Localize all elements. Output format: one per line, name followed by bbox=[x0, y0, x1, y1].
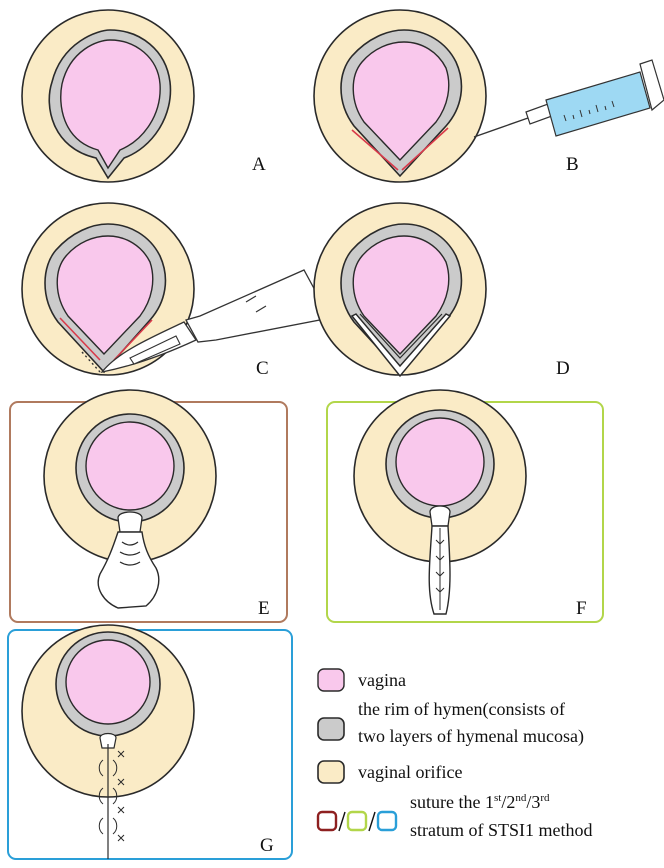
panel-a-label: A bbox=[252, 154, 266, 175]
legend-swatch-orifice bbox=[318, 761, 344, 783]
panel-f-label: F bbox=[576, 598, 587, 619]
panel-b: B bbox=[314, 10, 664, 182]
syringe-barrel bbox=[546, 72, 650, 136]
legend-slash bbox=[339, 812, 345, 831]
panel-d-label: D bbox=[556, 358, 570, 379]
panel-c-label: C bbox=[256, 358, 269, 379]
legend-swatch-hymen-rim bbox=[318, 718, 344, 740]
panel-g: G bbox=[8, 625, 292, 859]
legend-swatch-vagina bbox=[318, 669, 344, 691]
legend-swatch-suture-1 bbox=[318, 812, 336, 830]
panel-a: A bbox=[22, 10, 266, 182]
legend-slash bbox=[369, 812, 375, 831]
legend-rim-label-line1: the rim of hymen(consists of bbox=[358, 699, 565, 720]
panel-e-label: E bbox=[258, 598, 270, 619]
vaginal-opening bbox=[396, 418, 484, 506]
legend-suture-label-line1: suture the 1st/2nd/3rd bbox=[410, 792, 550, 812]
syringe bbox=[474, 60, 664, 137]
rim-flap bbox=[430, 506, 450, 526]
panel-d: D bbox=[314, 203, 570, 379]
legend-rim-label-line2: two layers of hymenal mucosa) bbox=[358, 726, 584, 747]
panel-f: F bbox=[327, 390, 603, 622]
vaginal-opening bbox=[86, 422, 174, 510]
legend-swatch-suture-2 bbox=[348, 812, 366, 830]
panel-e: E bbox=[10, 390, 287, 622]
vaginal-opening bbox=[66, 640, 150, 724]
scalpel-handle bbox=[186, 270, 330, 342]
legend-suture-label-line2: stratum of STSI1 method bbox=[410, 820, 593, 840]
legend-orifice-label: vaginal orifice bbox=[358, 762, 462, 782]
panel-b-label: B bbox=[566, 154, 579, 175]
legend-suture-swatches bbox=[318, 812, 396, 831]
rim-flap bbox=[118, 512, 142, 532]
legend: vagina the rim of hymen(consists of two … bbox=[318, 669, 593, 840]
panel-g-label: G bbox=[260, 835, 274, 856]
legend-swatch-suture-3 bbox=[378, 812, 396, 830]
panel-c: C bbox=[22, 203, 330, 379]
legend-vagina-label: vagina bbox=[358, 670, 406, 690]
